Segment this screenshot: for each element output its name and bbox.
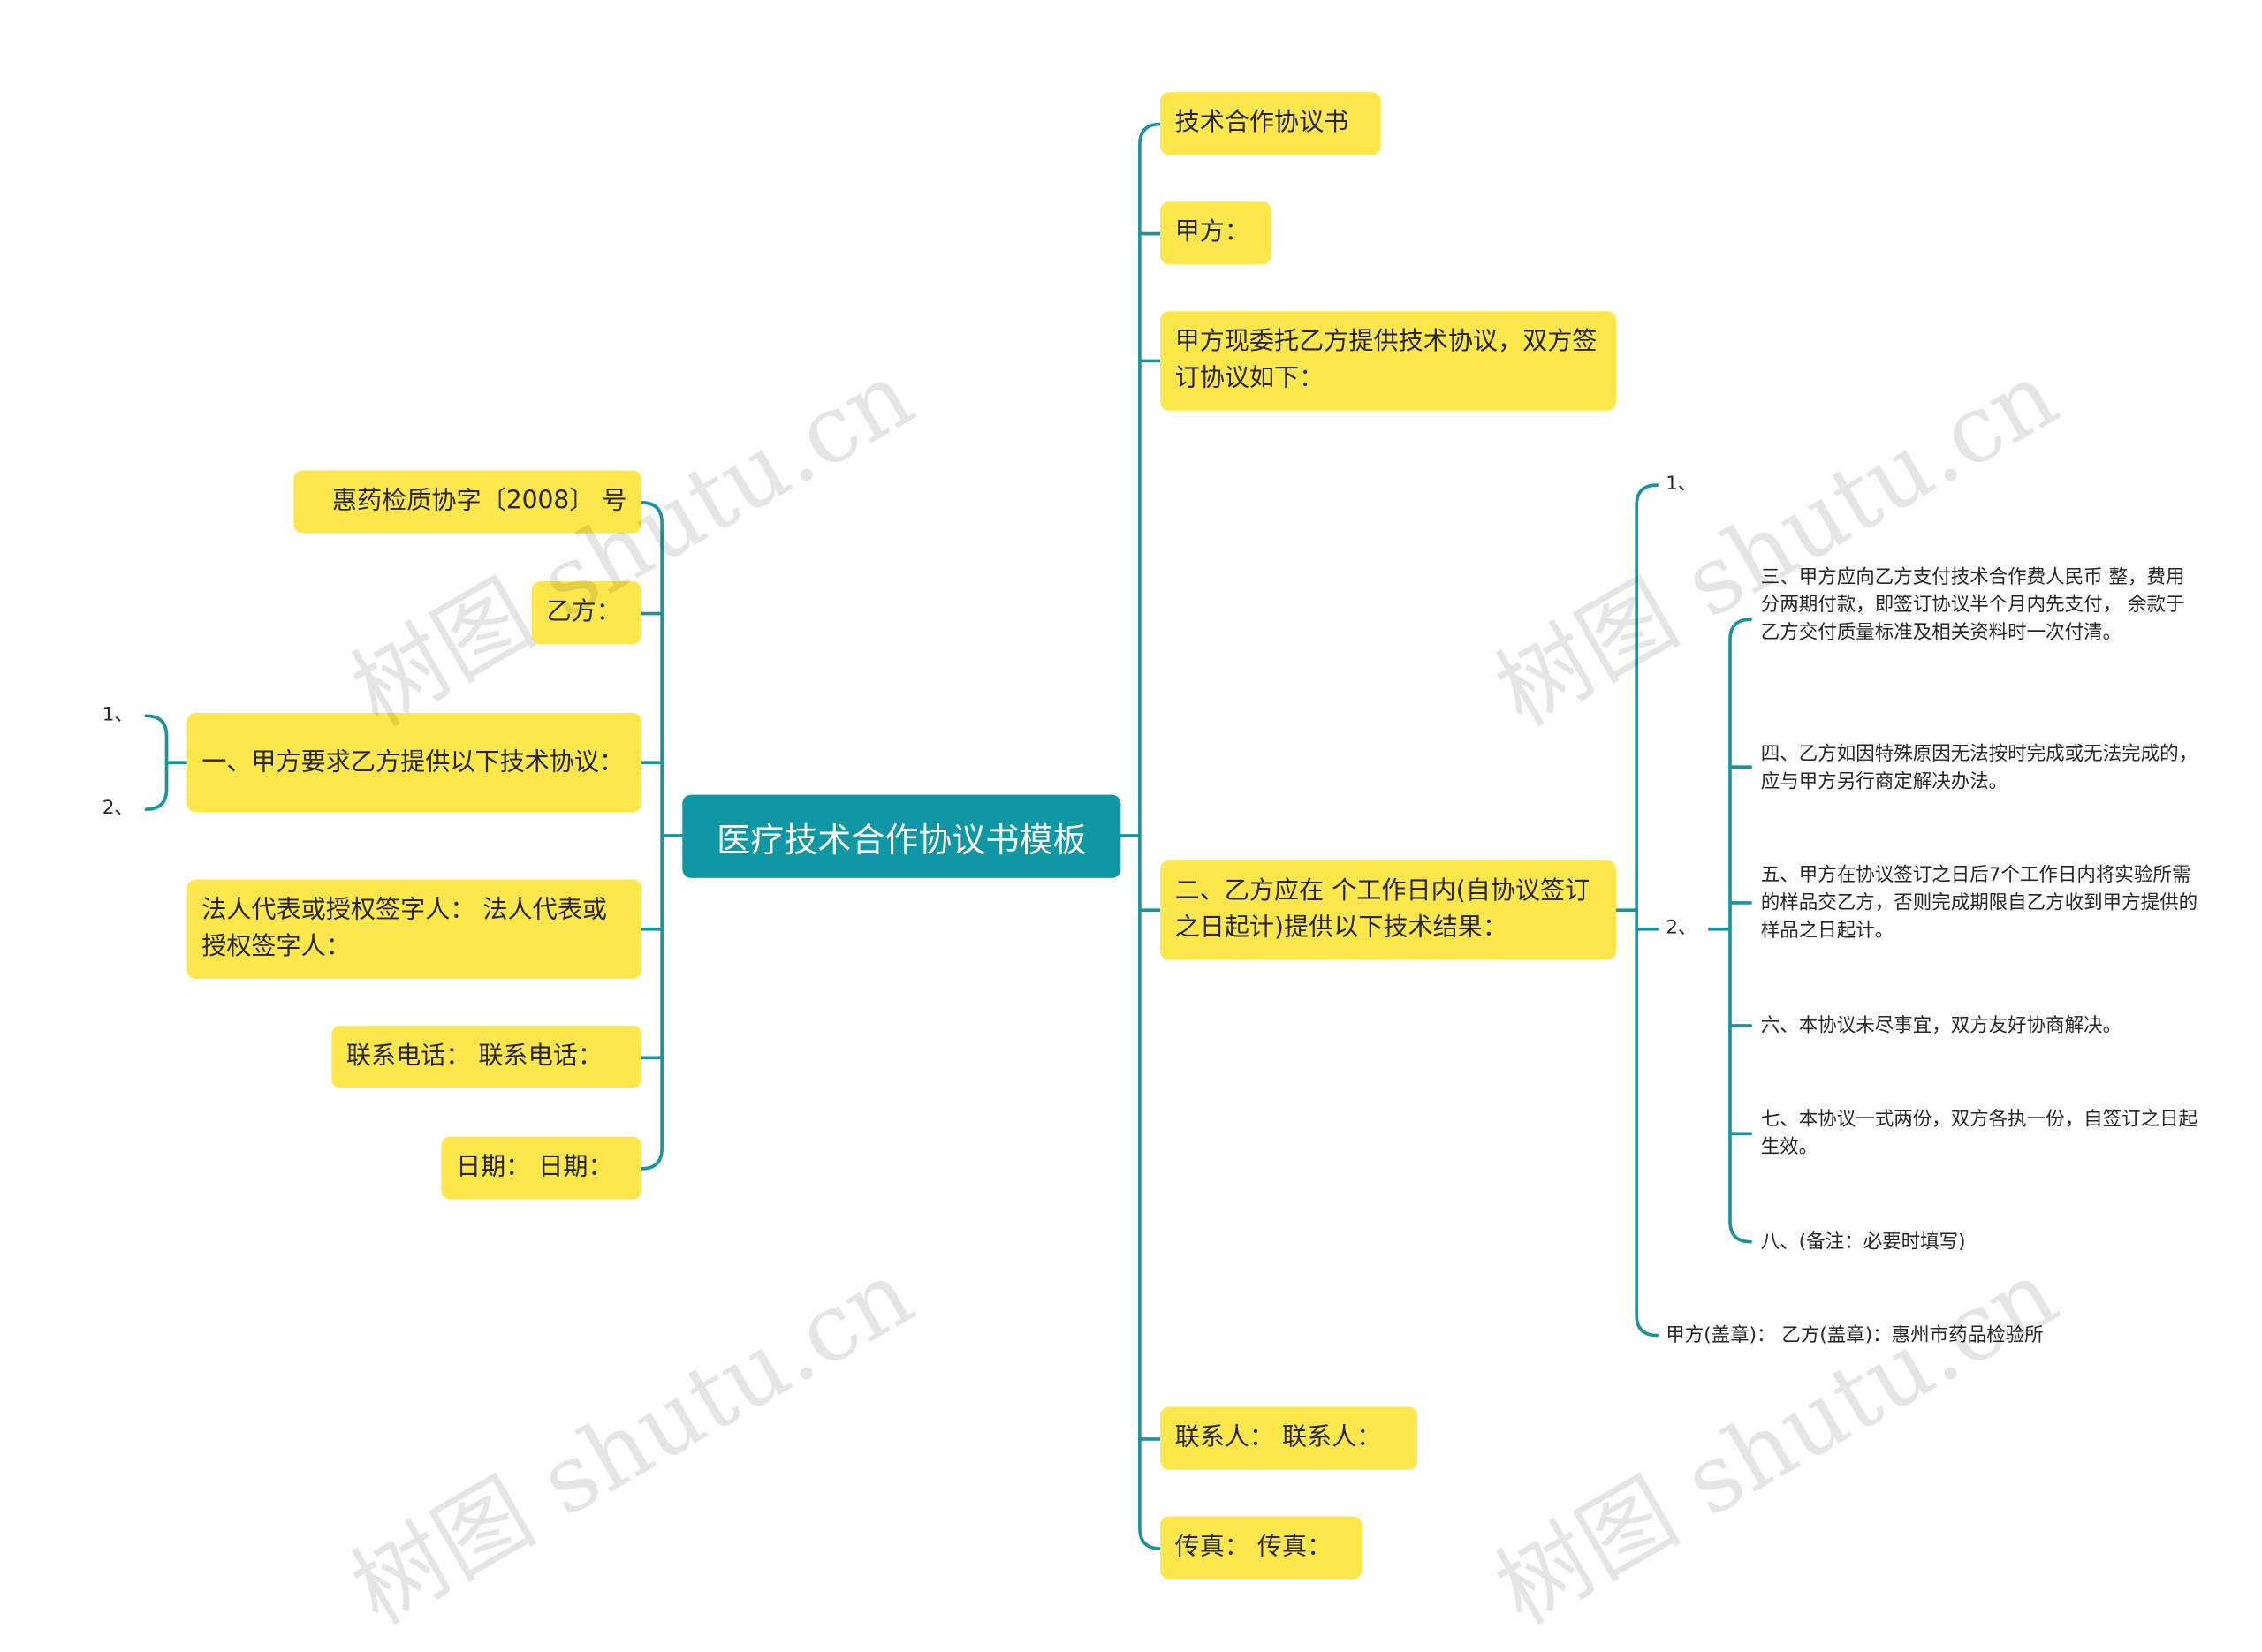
node-label: 二、乙方应在 个工作日内(自协议签订之日起计)提供以下技术结果：	[1174, 876, 1590, 943]
node-tech-agreement[interactable]: 技术合作协议书	[1160, 92, 1381, 155]
node-party-a[interactable]: 甲方：	[1160, 201, 1271, 265]
node-phone[interactable]: 联系电话： 联系电话：	[331, 1025, 641, 1089]
node-requirements[interactable]: 一、甲方要求乙方提供以下技术协议：	[186, 713, 641, 813]
results-sub-item-seal[interactable]: 甲方(盖章)： 乙方(盖章)：惠州市药品检验所	[1666, 1324, 2044, 1347]
node-entrust[interactable]: 甲方现委托乙方提供技术协议，双方签订协议如下：	[1160, 311, 1616, 411]
left-sub-item-1[interactable]: 1、	[102, 704, 133, 726]
node-label: 法人代表或授权签字人： 法人代表或授权签字人：	[201, 895, 607, 962]
clause-3[interactable]: 三、甲方应向乙方支付技术合作费人民币 整，费用分两期付款，即签订协议半个月内先支…	[1760, 566, 2185, 645]
node-label: 传真： 传真：	[1174, 1532, 1332, 1562]
node-label: 乙方：	[546, 597, 621, 627]
clause-8[interactable]: 八、(备注：必要时填写)	[1760, 1231, 1966, 1254]
node-fax[interactable]: 传真： 传真：	[1160, 1516, 1363, 1580]
results-sub-item-1[interactable]: 1、	[1666, 473, 1697, 496]
clause-5[interactable]: 五、甲方在协议签订之日后7个工作日内将实验所需的样品交乙方，否则完成期限自乙方收…	[1760, 864, 2198, 943]
left-sub-item-2[interactable]: 2、	[102, 797, 133, 820]
node-label: 甲方现委托乙方提供技术协议，双方签订协议如下：	[1174, 327, 1598, 393]
node-label: 联系人： 联系人：	[1174, 1422, 1382, 1452]
node-contact[interactable]: 联系人： 联系人：	[1160, 1406, 1418, 1470]
node-label: 甲方：	[1174, 217, 1249, 247]
clause-7[interactable]: 七、本协议一式两份，双方各执一份，自签订之日起生效。	[1760, 1109, 2198, 1159]
node-label: 日期： 日期：	[455, 1152, 613, 1182]
root-label: 医疗技术合作协议书模板	[717, 822, 1087, 860]
node-date[interactable]: 日期： 日期：	[441, 1136, 641, 1200]
node-label: 一、甲方要求乙方提供以下技术协议：	[201, 746, 625, 777]
node-legal-rep[interactable]: 法人代表或授权签字人： 法人代表或授权签字人：	[186, 879, 641, 979]
node-label: 技术合作协议书	[1174, 108, 1349, 138]
root-node[interactable]: 医疗技术合作协议书模板	[682, 794, 1121, 878]
node-party-b[interactable]: 乙方：	[531, 581, 641, 645]
results-sub-item-2[interactable]: 2、	[1666, 917, 1697, 940]
node-doc-number[interactable]: 惠药检质协字〔2008〕 号	[293, 470, 641, 534]
node-label: 联系电话： 联系电话：	[345, 1042, 603, 1072]
clause-4[interactable]: 四、乙方如因特殊原因无法按时完成或无法完成的，应与甲方另行商定解决办法。	[1760, 743, 2198, 793]
clause-6[interactable]: 六、本协议未尽事宜，双方友好协商解决。	[1760, 1015, 2122, 1038]
node-results[interactable]: 二、乙方应在 个工作日内(自协议签订之日起计)提供以下技术结果：	[1160, 860, 1616, 960]
node-label: 惠药检质协字〔2008〕 号	[331, 486, 627, 516]
